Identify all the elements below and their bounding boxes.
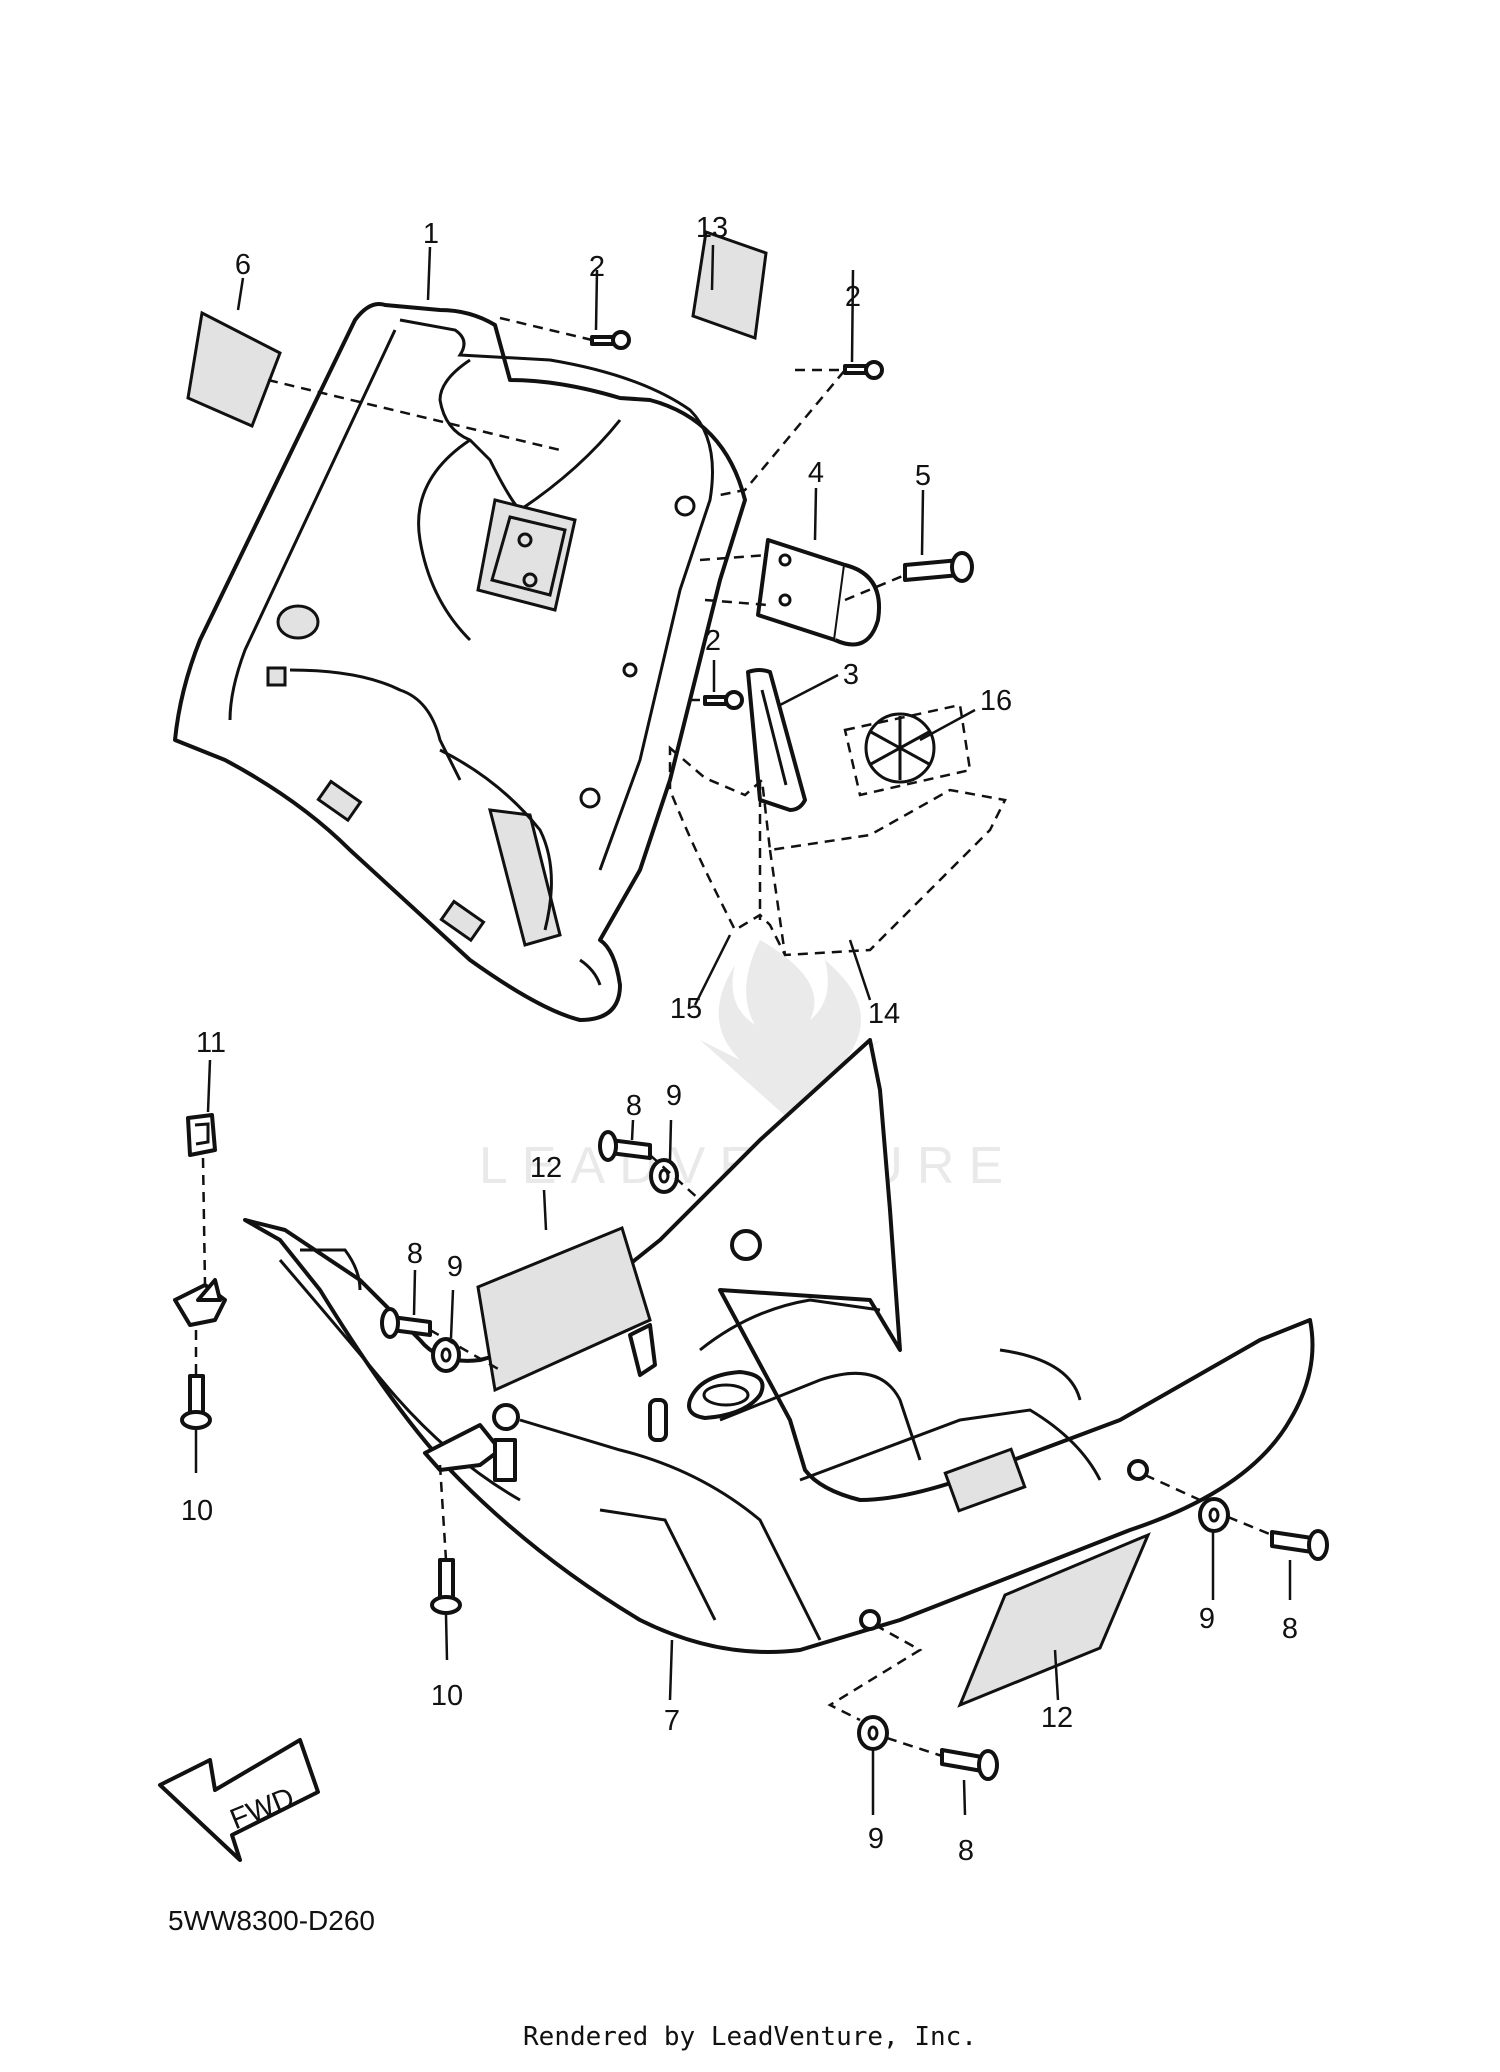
callout-9-left: 9 (447, 1251, 463, 1283)
pad-part-6[interactable] (186, 310, 282, 429)
bolt-part-8-right[interactable] (1270, 1529, 1329, 1561)
screw-part-2-right[interactable] (843, 360, 884, 380)
callout-2-middle: 2 (705, 625, 721, 657)
washer-part-9-left[interactable] (431, 1337, 461, 1373)
callout-8-right: 8 (1282, 1613, 1298, 1645)
washer-part-9-upper[interactable] (649, 1158, 679, 1194)
washer-part-9-right[interactable] (1198, 1497, 1230, 1533)
callout-9-bottom: 9 (868, 1823, 884, 1855)
callout-3: 3 (843, 659, 859, 691)
screw-part-2-top[interactable] (590, 330, 631, 350)
callout-12-right: 12 (1041, 1702, 1073, 1734)
washer-part-9-bottom[interactable] (857, 1715, 889, 1751)
callout-10-left: 10 (181, 1495, 213, 1527)
callout-numbers: 1 6 2 13 2 4 5 2 3 16 15 14 11 8 9 12 8 … (181, 212, 1298, 1867)
emblem-part-16[interactable] (843, 703, 972, 797)
decal-part-12-right[interactable] (957, 1532, 1151, 1708)
assembly-lines (194, 316, 1273, 1758)
bolt-part-8-upper[interactable] (598, 1130, 652, 1162)
render-credit: Rendered by LeadVenture, Inc. (523, 2022, 977, 2052)
callout-8-bottom: 8 (958, 1835, 974, 1867)
fwd-arrow-icon: FWD (158, 1738, 320, 1862)
bracket-part-3[interactable] (746, 668, 807, 812)
bolt-part-10-middle[interactable] (430, 1558, 462, 1615)
callout-14: 14 (868, 998, 900, 1030)
callout-8-left: 8 (407, 1238, 423, 1270)
callout-11: 11 (196, 1027, 226, 1059)
callout-2-top: 2 (589, 251, 605, 283)
callout-9-upper: 9 (666, 1080, 682, 1112)
callout-9-right: 9 (1199, 1603, 1215, 1635)
bolt-part-8-left[interactable] (380, 1307, 432, 1339)
diagram-code: 5WW8300-D260 (168, 1905, 375, 1936)
decal-part-12-left[interactable] (476, 1225, 652, 1393)
bracket-part-4[interactable] (756, 538, 881, 647)
callout-5: 5 (915, 460, 931, 492)
decal-part-13[interactable] (691, 229, 768, 341)
callout-12-left: 12 (530, 1152, 562, 1184)
callout-16: 16 (980, 685, 1012, 717)
callout-2-right: 2 (845, 281, 861, 313)
callout-13: 13 (696, 212, 728, 244)
lower-cover-part-7[interactable] (173, 1038, 1315, 1654)
callout-4: 4 (808, 457, 824, 489)
screw-part-5[interactable] (903, 551, 974, 583)
leg-shield-part-1[interactable] (173, 302, 747, 1022)
screw-part-2-middle[interactable] (703, 690, 744, 710)
bolt-part-10-left[interactable] (180, 1374, 212, 1430)
leader-lines (194, 244, 1292, 1816)
clip-part-11[interactable] (186, 1113, 217, 1157)
callout-10-middle: 10 (431, 1680, 463, 1712)
under-cover-parts-14-15[interactable] (668, 745, 1007, 957)
bolt-part-8-bottom[interactable] (940, 1748, 999, 1781)
callout-6: 6 (235, 249, 251, 281)
callout-1: 1 (423, 218, 439, 250)
callout-15: 15 (670, 993, 702, 1025)
callout-7: 7 (664, 1705, 680, 1737)
callout-8-upper: 8 (626, 1090, 642, 1122)
